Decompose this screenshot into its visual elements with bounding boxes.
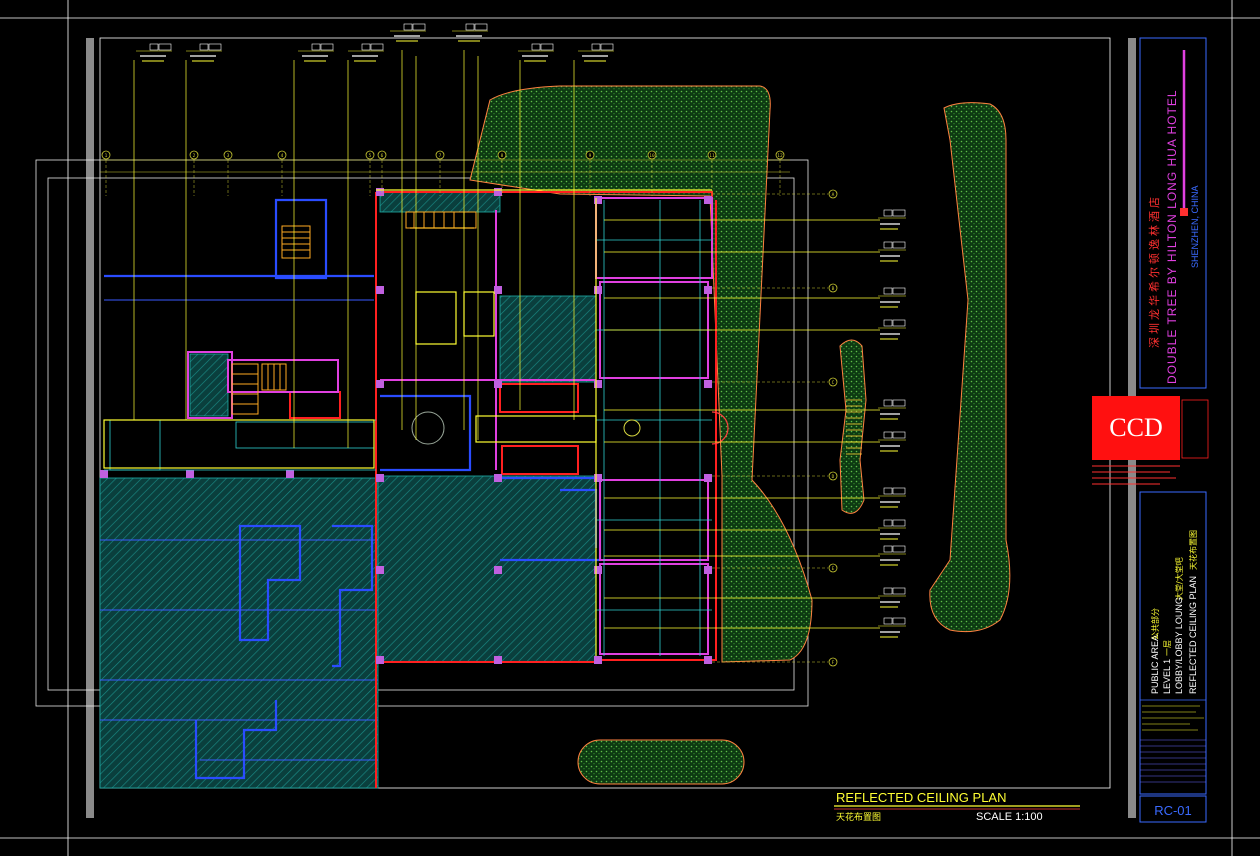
drawing-title-block: REFLECTED CEILING PLAN 天花布置图 SCALE 1:100 <box>834 790 1080 823</box>
revision-table <box>1140 739 1206 783</box>
drawing-title-cn: 天花布置图 <box>836 811 881 823</box>
grid-bubble-label: 9 <box>589 153 592 159</box>
grid-bubble-right: E <box>712 563 838 573</box>
ceiling-tag <box>604 241 906 262</box>
drawing-number: RC-01 <box>1154 803 1192 818</box>
grid-bubble-top: 5 <box>365 150 375 196</box>
ceiling-tag <box>604 487 906 508</box>
grid-bubble-label: F <box>832 660 835 666</box>
grid-bubble-label: 8 <box>501 153 504 159</box>
ceiling-tag <box>518 43 554 62</box>
firm-logo-box <box>1092 396 1180 460</box>
grid-bubble-label: 10 <box>649 153 655 159</box>
project-name-en: DOUBLE TREE BY HILTON LONG HUA HOTEL <box>1165 89 1179 384</box>
grid-bubble-label: D <box>832 474 835 480</box>
space-cn: 大堂/大堂吧 <box>1174 557 1184 600</box>
blue-partitions <box>104 198 602 780</box>
grid-bubble-top: 9 <box>585 150 595 196</box>
ceiling-tag <box>604 209 906 230</box>
entrance-door-arc <box>711 411 729 445</box>
grid-bubble-top: 11 <box>707 150 717 196</box>
annotation-tags-top <box>136 23 614 62</box>
drawing-title: REFLECTED CEILING PLAN <box>836 790 1007 805</box>
area-en: PUBLIC AREA <box>1150 635 1160 694</box>
grid-bubble-label: 7 <box>439 153 442 159</box>
grid-bubble-label: 6 <box>381 153 384 159</box>
hatched-ceiling-zones <box>99 191 597 789</box>
grid-bubble-right: D <box>712 471 838 481</box>
grid-bubble-top: 1 <box>101 150 111 196</box>
grid-axis-line-top <box>100 159 790 173</box>
grid-bubble-label: 12 <box>777 153 783 159</box>
level-en: LEVEL 1 <box>1162 659 1172 694</box>
firm-logo: CCD <box>1109 413 1162 442</box>
blue-floor-lines <box>100 299 378 761</box>
grid-bubble-right: B <box>712 283 838 293</box>
firm-info-lines <box>1092 465 1180 485</box>
grid-bubble-top: 8 <box>497 150 507 196</box>
ceiling-tag <box>604 431 906 452</box>
grid-bubbles-right: A B C D E F <box>712 189 838 667</box>
ceiling-tag <box>604 587 906 608</box>
grid-bubble-label: 5 <box>369 153 372 159</box>
ceiling-tag <box>298 43 334 62</box>
grid-bubble-label: 4 <box>281 153 284 159</box>
grid-bubble-top: 6 <box>377 150 387 196</box>
grid-bubble-right: F <box>712 657 838 667</box>
round-table <box>623 419 641 437</box>
grid-bubble-top: 3 <box>223 150 233 196</box>
annotation-tags-right <box>604 209 906 638</box>
left-margin-bar <box>86 38 94 818</box>
bridge-lines <box>846 399 862 455</box>
grid-bubble-label: A <box>832 192 835 198</box>
grid-bubble-top: 10 <box>647 150 657 196</box>
title-block: 深圳龙华希尔顿逸林酒店 DOUBLE TREE BY HILTON LONG H… <box>1092 37 1209 823</box>
grid-bubble-label: 1 <box>105 153 108 159</box>
stairs <box>231 211 477 415</box>
ceiling-tag <box>578 43 614 62</box>
ceiling-tag <box>604 287 906 308</box>
grid-bubble-top: 2 <box>189 150 199 196</box>
sheet-title-cn: 天花布置图 <box>1188 530 1198 570</box>
structural-columns <box>100 188 712 664</box>
revision-lines <box>1142 705 1204 731</box>
project-name-cn: 深圳龙华希尔顿逸林酒店 <box>1147 194 1161 348</box>
grid-bubble-right: A <box>712 189 838 199</box>
grid-bubble-top: 12 <box>775 150 785 196</box>
ceiling-tag <box>186 43 222 62</box>
ceiling-tag <box>348 43 384 62</box>
grid-bubble-label: C <box>832 380 835 386</box>
grid-bubble-label: E <box>832 566 835 572</box>
grid-bubble-label: 3 <box>227 153 230 159</box>
ceiling-tag <box>604 319 906 340</box>
annotation-leaders-top <box>133 50 575 448</box>
grid-bubble-right: C <box>712 377 838 387</box>
ceiling-tag <box>452 23 488 42</box>
ceiling-tag <box>604 617 906 638</box>
landscape-areas <box>469 85 1011 785</box>
round-planter <box>411 411 445 445</box>
ceiling-tag <box>136 43 172 62</box>
drawing-scale: SCALE 1:100 <box>976 811 1043 823</box>
ceiling-tag <box>604 545 906 566</box>
space-en: LOBBY/LOBBY LOUNG <box>1174 597 1184 694</box>
grid-bubble-label: 11 <box>709 153 715 159</box>
grid-bubble-label: 2 <box>193 153 196 159</box>
ceiling-tag <box>604 519 906 540</box>
firm-logo-side <box>1181 399 1209 459</box>
project-location: SHENZHEN, CHINA <box>1190 185 1200 268</box>
area-cn: 公共部分 <box>1150 608 1160 640</box>
ceiling-tag <box>604 399 906 420</box>
grid-bubble-top: 4 <box>277 150 287 196</box>
level-cn: 一层 <box>1163 640 1172 656</box>
grid-bubble-top: 7 <box>435 150 445 196</box>
ceiling-tag <box>390 23 426 42</box>
grid-bubble-label: B <box>832 286 835 292</box>
sheet-title-en: REFLECTED CEILING PLAN <box>1188 576 1198 694</box>
